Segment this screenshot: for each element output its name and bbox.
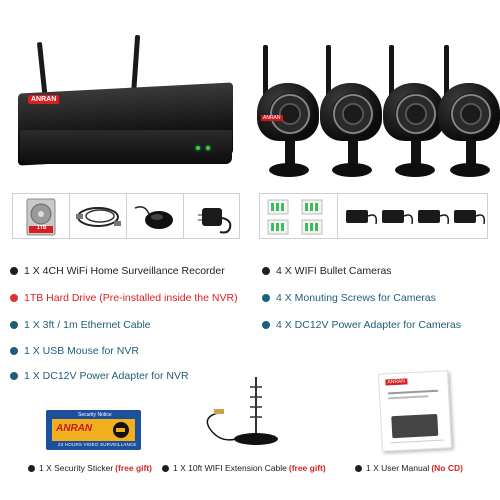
list-item-mouse: 1 X USB Mouse for NVR	[10, 345, 139, 357]
list-item-cameras: 4 X WIFI Bullet Cameras	[262, 265, 392, 277]
power-adapter-icon	[198, 208, 232, 234]
gift-caption-manual: 1 X User Manual (No CD)	[355, 463, 463, 473]
manual-logo: ANRAN	[385, 378, 408, 386]
nvr-led-1	[196, 146, 200, 150]
nvr-led-2	[206, 146, 210, 150]
list-item-label: 1TB Hard Drive (Pre-installed inside the…	[24, 292, 238, 304]
sticker-footer: 24 HOURS VIDEO SURVEILLANCE	[58, 442, 137, 447]
nvr-accessories-strip: 1TB	[12, 193, 240, 239]
list-item-screws: 4 X Monuting Screws for Cameras	[262, 292, 436, 304]
user-manual: ANRAN	[378, 370, 452, 452]
bullet-dot	[10, 372, 18, 380]
gift-label: 1 X User Manual	[366, 463, 430, 473]
bullet-dot	[262, 321, 270, 329]
list-item-camera-adapters: 4 X DC12V Power Adapter for Cameras	[262, 319, 461, 331]
gift-note: (free gift)	[288, 463, 326, 473]
gift-label: 1 X 10ft WIFI Extension Cable	[173, 463, 287, 473]
list-item-label: 1 X 4CH WiFi Home Surveillance Recorder	[24, 265, 225, 277]
list-item-recorder: 1 X 4CH WiFi Home Surveillance Recorder	[10, 265, 225, 277]
bullet-dot	[10, 294, 18, 302]
mounting-screws-icon	[267, 199, 323, 235]
usb-mouse-icon	[134, 206, 173, 229]
sticker-brand: ANRAN	[56, 423, 93, 434]
gift-note: (No CD)	[431, 463, 463, 473]
bullet-dot	[10, 347, 18, 355]
wifi-extension-antenna-icon	[206, 377, 278, 445]
bullet-camera-3	[381, 45, 447, 185]
cctv-camera-icon	[113, 422, 129, 438]
nvr-front-panel	[20, 130, 232, 164]
hdd-label: 1TB	[37, 225, 47, 231]
gift-caption-cable: 1 X 10ft WIFI Extension Cable (free gift…	[162, 463, 326, 473]
list-item-nvr-adapter: 1 X DC12V Power Adapter for NVR	[10, 370, 189, 382]
sticker-header: Security Notice	[78, 412, 112, 418]
bullet-camera-2	[318, 45, 384, 185]
bullet-dot	[10, 267, 18, 275]
bullet-camera-4	[436, 45, 500, 185]
bullet-dot	[355, 464, 362, 472]
list-item-label: 1 X DC12V Power Adapter for NVR	[24, 370, 189, 382]
bullet-dot	[10, 321, 18, 329]
list-item-label: 4 X WIFI Bullet Cameras	[276, 265, 392, 277]
ethernet-cable-icon	[76, 207, 121, 227]
list-item-ethernet: 1 X 3ft / 1m Ethernet Cable	[10, 319, 151, 331]
bullet-dot	[162, 464, 169, 472]
list-item-label: 4 X DC12V Power Adapter for Cameras	[276, 319, 462, 331]
camera-logo: ANRAN	[261, 115, 283, 121]
bullet-dot	[262, 294, 270, 302]
list-item-label: 4 X Monuting Screws for Cameras	[276, 292, 436, 304]
camera-power-adapters-icon	[346, 210, 486, 225]
gift-caption-sticker: 1 X Security Sticker (free gift)	[28, 463, 152, 473]
list-item-hard-drive: 1TB Hard Drive (Pre-installed inside the…	[10, 292, 238, 304]
gift-note: (free gift)	[115, 463, 153, 473]
hard-drive-icon	[26, 198, 56, 236]
bullet-dot	[262, 267, 270, 275]
list-item-label: 1 X USB Mouse for NVR	[24, 345, 139, 357]
nvr-logo: ANRAN	[28, 95, 60, 104]
bullet-dot	[28, 464, 35, 472]
camera-accessories-strip	[259, 193, 488, 239]
security-sticker: Security Notice ANRAN 24 HOURS VIDEO SUR…	[46, 410, 141, 450]
gift-label: 1 X Security Sticker	[39, 463, 114, 473]
list-item-label: 1 X 3ft / 1m Ethernet Cable	[24, 319, 151, 331]
bullet-camera-1: ANRAN	[255, 45, 321, 185]
